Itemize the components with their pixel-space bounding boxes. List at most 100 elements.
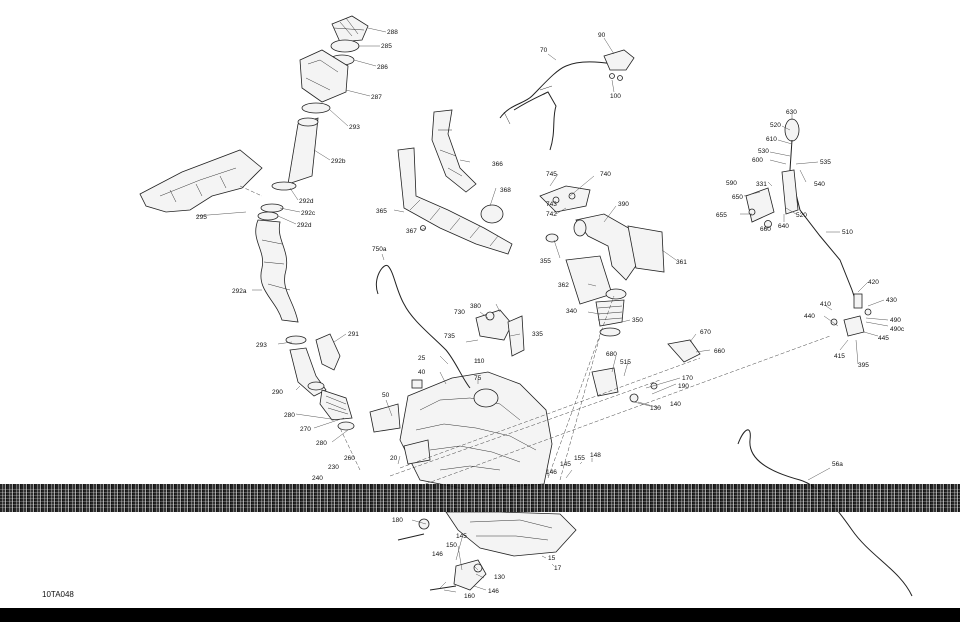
label-286: 286 — [377, 64, 388, 71]
label-630: 630 — [786, 109, 797, 116]
label-380: 380 — [470, 303, 481, 310]
figure-code: 10TA048 — [42, 590, 74, 599]
bracket-670 — [667, 339, 701, 363]
label-292b: 292b — [331, 158, 346, 165]
label-510: 510 — [842, 229, 853, 236]
hose-366 — [431, 109, 477, 193]
engine-upper — [399, 371, 553, 491]
bottom-border-bar — [0, 608, 960, 622]
label-290: 290 — [272, 389, 283, 396]
label-670: 670 — [700, 329, 711, 336]
label-148: 148 — [590, 452, 601, 459]
label-140: 140 — [670, 401, 681, 408]
label-292d: 292d — [299, 198, 314, 205]
label-130: 130 — [650, 405, 661, 412]
label-355: 355 — [540, 258, 551, 265]
label-280: 280 — [284, 412, 295, 419]
duct-291 — [315, 333, 341, 371]
bracket-680 — [591, 367, 619, 397]
label-368: 368 — [500, 187, 511, 194]
pipe-390 — [575, 213, 641, 281]
clamp-292c — [260, 203, 284, 213]
label-361: 361 — [676, 259, 687, 266]
label-291: 291 — [348, 331, 359, 338]
label-146-3: 146 — [488, 588, 499, 595]
label-280-2: 280 — [316, 440, 327, 447]
label-75: 75 — [474, 375, 482, 382]
label-110: 110 — [474, 358, 485, 365]
bracket-590 — [745, 187, 775, 223]
label-490c: 490c — [890, 326, 905, 333]
bracket-730 — [475, 309, 513, 341]
label-287: 287 — [371, 94, 382, 101]
label-740: 740 — [600, 171, 611, 178]
label-295: 295 — [196, 214, 207, 221]
label-520: 520 — [770, 122, 781, 129]
label-150: 150 — [446, 542, 457, 549]
label-50: 50 — [382, 392, 390, 399]
label-292a: 292a — [232, 288, 247, 295]
label-680: 680 — [606, 351, 617, 358]
label-90: 90 — [598, 32, 606, 39]
throttle-cable-assembly — [499, 49, 635, 151]
label-660-2: 660 — [760, 226, 771, 233]
heat-shield-295 — [139, 149, 263, 213]
gasket-350 — [599, 327, 621, 337]
bracket-740 — [539, 185, 591, 213]
throttle-bracket-90 — [603, 49, 635, 71]
intake-clamp-293 — [301, 102, 331, 114]
label-735: 735 — [444, 333, 455, 340]
label-25: 25 — [418, 355, 426, 362]
label-130-2: 130 — [494, 574, 505, 581]
intake-duct-292b — [287, 117, 319, 185]
label-610: 610 — [766, 136, 777, 143]
label-288: 288 — [387, 29, 398, 36]
label-600: 600 — [752, 157, 763, 164]
leader-lines — [195, 27, 889, 593]
label-415: 415 — [834, 353, 845, 360]
callout-labels: 288 285 286 287 293 292b 292d 292c 292d … — [196, 29, 905, 600]
label-535: 535 — [820, 159, 831, 166]
label-367: 367 — [406, 228, 417, 235]
label-100: 100 — [610, 93, 621, 100]
label-530: 530 — [758, 148, 769, 155]
label-515: 515 — [620, 359, 631, 366]
label-190: 190 — [678, 383, 689, 390]
label-240: 240 — [312, 475, 323, 482]
label-292d-2: 292d — [297, 222, 312, 229]
heat-shield-362 — [565, 255, 613, 305]
label-730: 730 — [454, 309, 465, 316]
label-362: 362 — [558, 282, 569, 289]
label-270: 270 — [300, 426, 311, 433]
hose-365 — [397, 147, 513, 255]
label-20: 20 — [390, 455, 398, 462]
reference-lines — [239, 185, 831, 487]
label-650: 650 — [732, 194, 743, 201]
shift-lever-assembly — [745, 118, 872, 337]
label-230: 230 — [328, 464, 339, 471]
exhaust-assembly — [545, 213, 665, 337]
label-430: 430 — [886, 297, 897, 304]
label-743: 743 — [546, 201, 557, 208]
label-146: 146 — [546, 469, 557, 476]
label-155: 155 — [574, 455, 585, 462]
label-440: 440 — [804, 313, 815, 320]
label-540: 540 — [814, 181, 825, 188]
coupler-368 — [480, 204, 504, 224]
module-50 — [369, 403, 401, 433]
knob-630 — [784, 118, 800, 142]
label-745: 745 — [546, 171, 557, 178]
label-660: 660 — [714, 348, 725, 355]
label-742: 742 — [546, 211, 557, 218]
bracket-335 — [507, 315, 525, 357]
coupler-270 — [319, 389, 353, 421]
engine-lower — [445, 511, 577, 557]
label-331: 331 — [756, 181, 767, 188]
label-285: 285 — [381, 43, 392, 50]
label-390: 390 — [618, 201, 629, 208]
scan-noise-band — [0, 484, 960, 512]
label-520-2: 520 — [796, 212, 807, 219]
label-590: 590 — [726, 180, 737, 187]
label-365: 365 — [376, 208, 387, 215]
